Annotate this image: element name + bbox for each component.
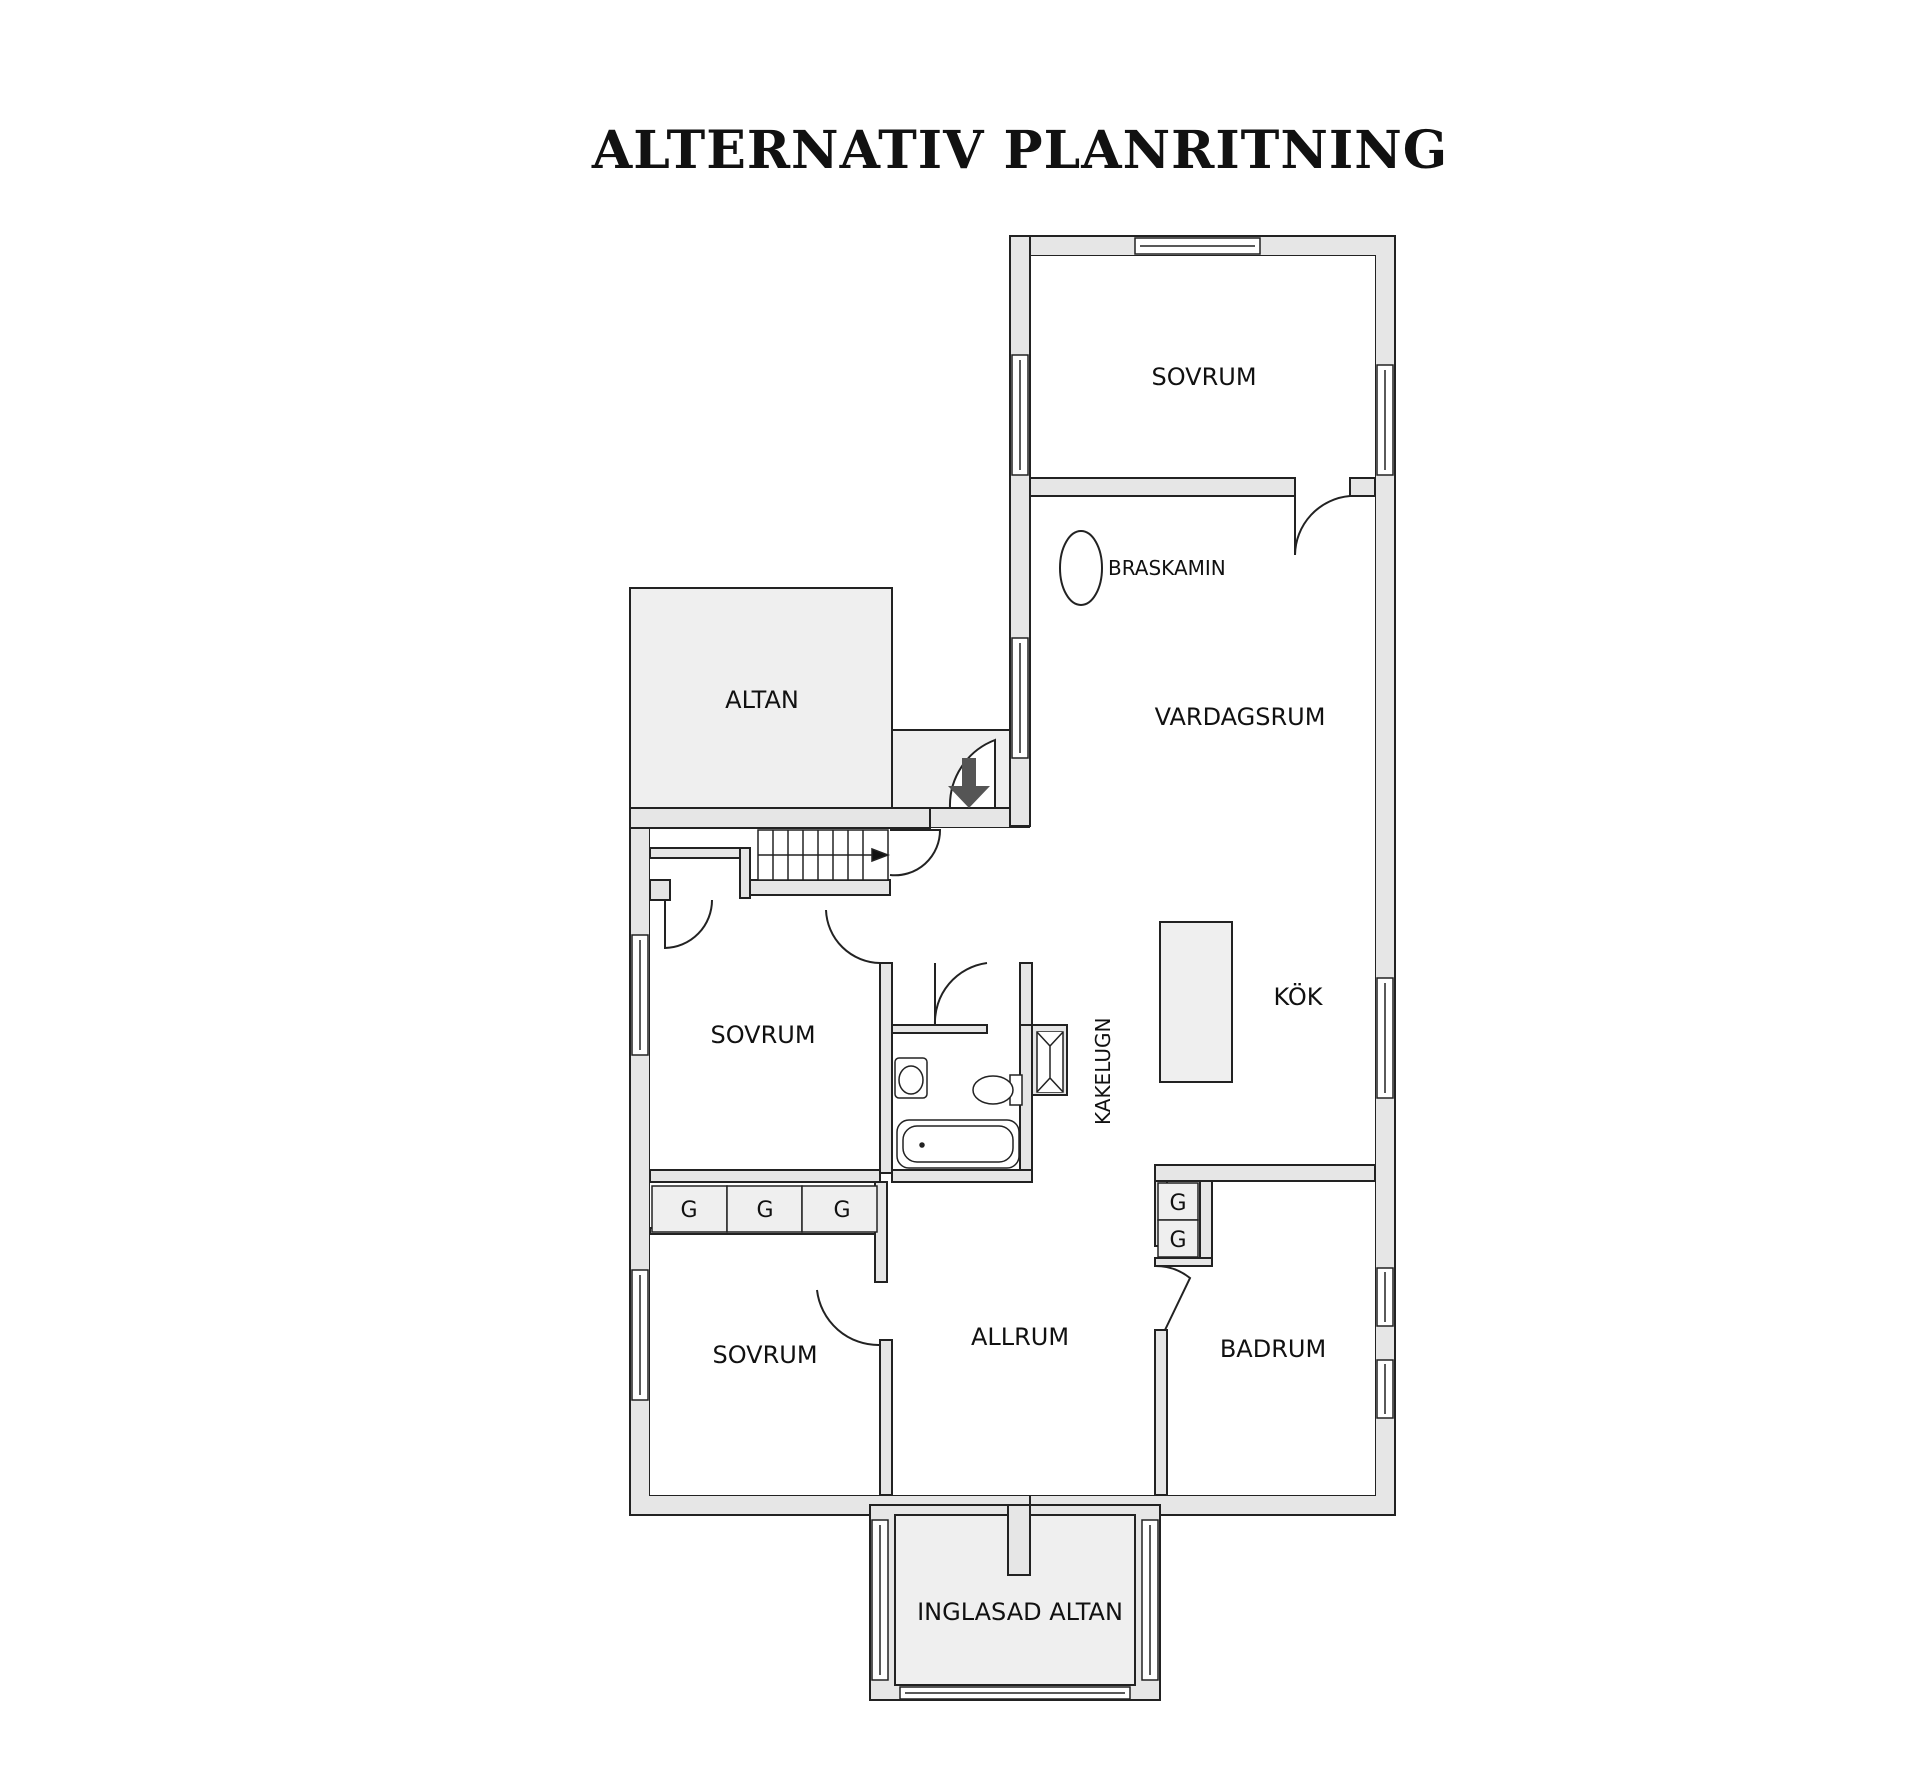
kakelugn-stove (1036, 1031, 1064, 1093)
toilet (972, 1075, 1014, 1105)
staircase (757, 829, 891, 881)
wardrobe-label: G (680, 1198, 697, 1223)
room-label-sovrum-top: SOVRUM (1151, 363, 1256, 391)
wardrobe-label: G (833, 1198, 850, 1223)
room-label-kok: KÖK (1273, 982, 1323, 1011)
entry-arrow-icon (948, 758, 990, 808)
wardrobe-3 (801, 1185, 878, 1233)
door-sovrum-top (1294, 495, 1351, 556)
door-badrum (1154, 1264, 1192, 1331)
wardrobe-label: G (756, 1198, 773, 1223)
door-sovrum-low (816, 1289, 881, 1347)
room-label-altan: ALTAN (725, 686, 799, 714)
room-label-vardagsrum: VARDAGSRUM (1155, 703, 1326, 731)
door-closet (664, 899, 713, 950)
label-braskamin: BRASKAMIN (1108, 556, 1226, 580)
wardrobe-4 (1157, 1182, 1199, 1221)
wardrobe-5 (1157, 1219, 1199, 1258)
label-kakelugn: KAKELUGN (1091, 1018, 1115, 1125)
wardrobe-label: G (1169, 1228, 1186, 1253)
room-label-sovrum-low: SOVRUM (712, 1341, 817, 1369)
door-bath (933, 962, 988, 1026)
room-label-inglasad-altan: INGLASAD ALTAN (917, 1598, 1123, 1626)
inglasad-altan (869, 1504, 1161, 1701)
door-stair (889, 829, 942, 877)
kitchen-island (1159, 921, 1233, 1083)
altan-deck (629, 587, 893, 809)
room-label-allrum: ALLRUM (971, 1323, 1069, 1351)
braskamin-stove (1059, 530, 1103, 606)
wardrobe-label: G (1169, 1191, 1186, 1216)
room-label-badrum: BADRUM (1220, 1335, 1326, 1363)
room-label-sovrum-mid: SOVRUM (710, 1021, 815, 1049)
page-title: ALTERNATIV PLANRITNING (591, 120, 1449, 181)
door-sovrum-mid (825, 909, 881, 964)
